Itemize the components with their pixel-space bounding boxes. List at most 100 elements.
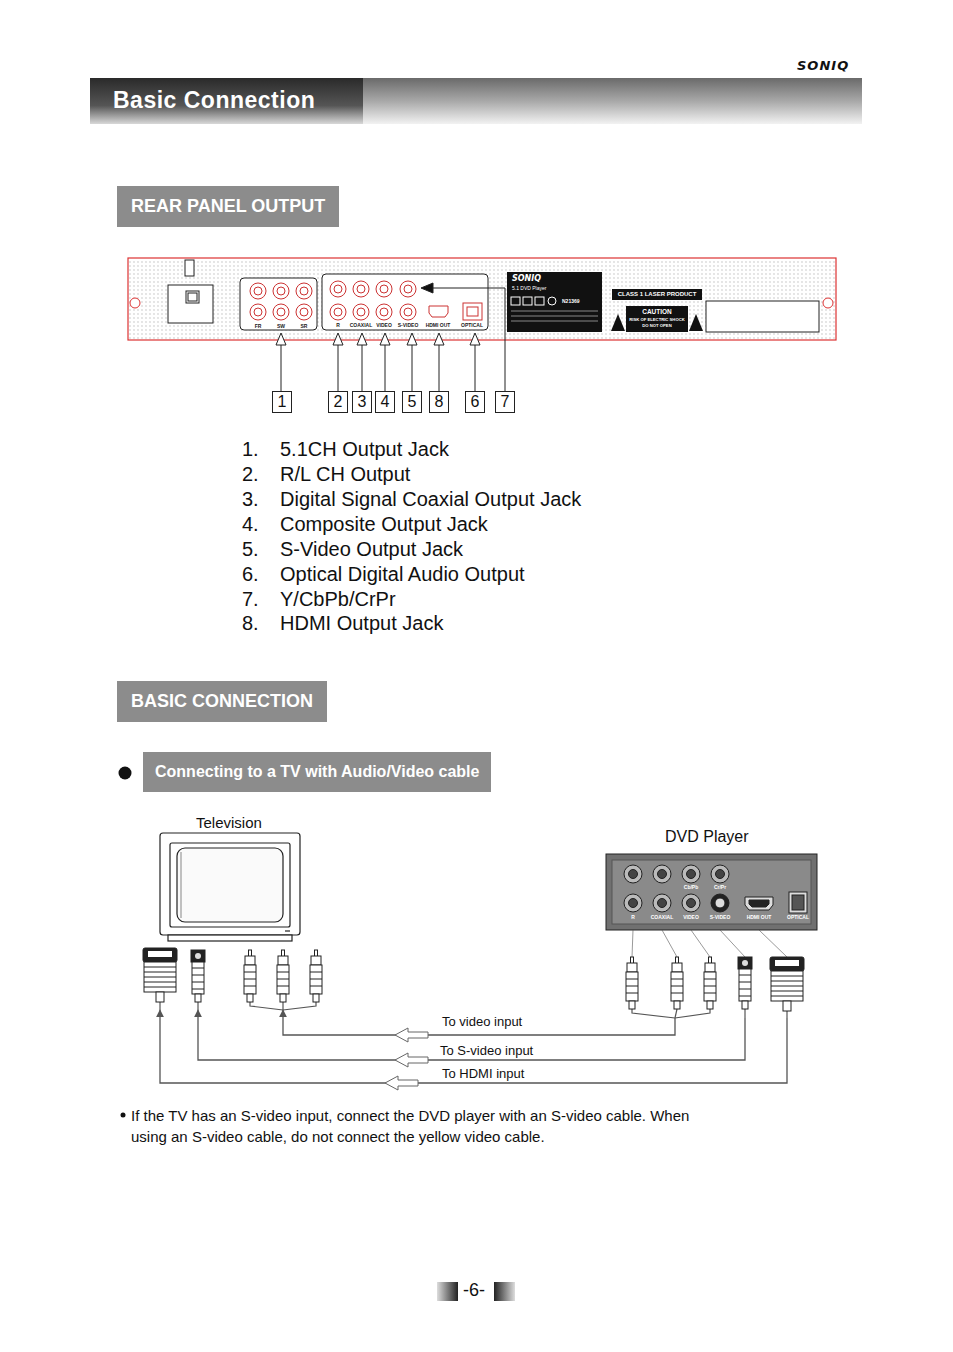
leader-lines xyxy=(276,283,505,391)
plug-part xyxy=(671,979,683,980)
cable-connector xyxy=(160,1010,787,1083)
list-number: 5. xyxy=(242,537,259,561)
sticker-brand: SONIQ xyxy=(512,274,541,284)
plug-part xyxy=(144,967,176,968)
jack-label: SW xyxy=(277,323,285,329)
plug-part xyxy=(244,965,256,994)
plug-part xyxy=(143,948,177,962)
plug-part xyxy=(626,972,638,1001)
plug-part xyxy=(192,975,204,976)
list-item: R/L CH Output xyxy=(280,462,410,486)
plug-part xyxy=(705,963,715,972)
plug-part xyxy=(771,971,803,1001)
callout-number: 4 xyxy=(375,391,395,413)
jack-label: R xyxy=(631,914,635,920)
plug-part xyxy=(739,982,751,983)
callout-number: 1 xyxy=(273,392,291,412)
list-number: 4. xyxy=(242,512,259,536)
plug-part xyxy=(310,986,322,987)
plug-part xyxy=(191,950,205,962)
jack-label: S-VIDEO xyxy=(710,914,731,920)
page-number: -6- xyxy=(463,1279,485,1301)
plug-part xyxy=(192,968,204,969)
note-text: If the TV has an S-video input, connect … xyxy=(131,1105,716,1147)
plug-part xyxy=(770,957,804,971)
plug-part xyxy=(671,993,683,994)
plug-part xyxy=(148,951,172,957)
plug-part xyxy=(144,962,176,992)
plug-part xyxy=(192,989,204,990)
plug-part xyxy=(739,975,751,976)
callout-number: 1 xyxy=(272,391,292,413)
header-band xyxy=(90,78,862,124)
callout-number: 2 xyxy=(329,392,347,412)
callout-number: 6 xyxy=(465,391,485,413)
plug-part xyxy=(707,1001,713,1009)
laser-class-label: CLASS 1 LASER PRODUCT xyxy=(618,291,697,298)
plug-part xyxy=(704,972,716,1001)
list-number: 2. xyxy=(242,462,259,486)
plug-part xyxy=(771,976,803,977)
list-number: 8. xyxy=(242,611,259,635)
cable-connector xyxy=(283,1010,675,1035)
sticker-text: 5.1 DVD Player xyxy=(512,285,546,291)
list-number: 6. xyxy=(242,562,259,586)
plug-part xyxy=(771,981,803,982)
section-heading: BASIC CONNECTION xyxy=(117,681,327,722)
list-item: 5.1CH Output Jack xyxy=(280,437,449,461)
plug-part xyxy=(629,1001,635,1009)
plug-part xyxy=(277,972,289,973)
jack-label: VIDEO xyxy=(683,914,699,920)
plug-part xyxy=(195,953,201,959)
callout-number: 8 xyxy=(430,392,448,412)
plug-part xyxy=(704,979,716,980)
jack-label: SR xyxy=(301,323,308,329)
callout-number: 5 xyxy=(403,392,421,412)
node-text: REAR PANEL OUTPUT xyxy=(131,186,325,227)
plug-part xyxy=(192,982,204,983)
cable-connector xyxy=(198,1010,745,1060)
plug-part xyxy=(771,986,803,987)
dvd-panel-drawing xyxy=(606,854,817,930)
plug-part xyxy=(739,989,751,990)
list-number: 7. xyxy=(242,587,259,611)
jack-label: FR xyxy=(255,323,262,329)
list-item: S-Video Output Jack xyxy=(280,537,463,561)
plug-part xyxy=(742,960,748,966)
plug-part xyxy=(310,979,322,980)
plug-part xyxy=(244,972,256,973)
jack-label: Cb/Pb xyxy=(684,884,698,890)
list-item: HDMI Output Jack xyxy=(280,611,443,635)
television-drawing xyxy=(160,833,300,941)
plug-part xyxy=(771,996,803,997)
plug-part xyxy=(144,977,176,978)
jack-label: OPTICAL xyxy=(461,322,483,328)
callout-number: 4 xyxy=(376,392,394,412)
edge-label: To HDMI input xyxy=(440,1066,526,1082)
list-item: Optical Digital Audio Output xyxy=(280,562,525,586)
plug-part xyxy=(739,969,751,1001)
rear-panel xyxy=(128,258,836,340)
plug-part xyxy=(311,956,321,965)
plug-part xyxy=(277,965,289,994)
callout-number: 5 xyxy=(402,391,422,413)
television-unit: Television xyxy=(140,812,335,1010)
plug-part xyxy=(783,1001,791,1011)
callout-number: 8 xyxy=(429,391,449,413)
list-number: 1. xyxy=(242,437,259,461)
brand-logo: SONIQ xyxy=(797,58,849,74)
plug-part xyxy=(245,956,255,965)
plug-part xyxy=(704,993,716,994)
section-heading: REAR PANEL OUTPUT xyxy=(117,186,339,227)
dvd-player-unit: DVD Player xyxy=(605,826,822,1018)
cable-wires xyxy=(160,930,787,1018)
node-text: BASIC CONNECTION xyxy=(131,681,313,722)
plug-part xyxy=(192,962,204,994)
jack-label: OPTICAL xyxy=(787,914,809,920)
caution-label: RISK OF ELECTRIC SHOCK xyxy=(629,317,684,322)
list-number: 3. xyxy=(242,487,259,511)
jack-label: COAXIAL xyxy=(350,322,373,328)
plug-part xyxy=(738,957,752,969)
list-item: Composite Output Jack xyxy=(280,512,488,536)
